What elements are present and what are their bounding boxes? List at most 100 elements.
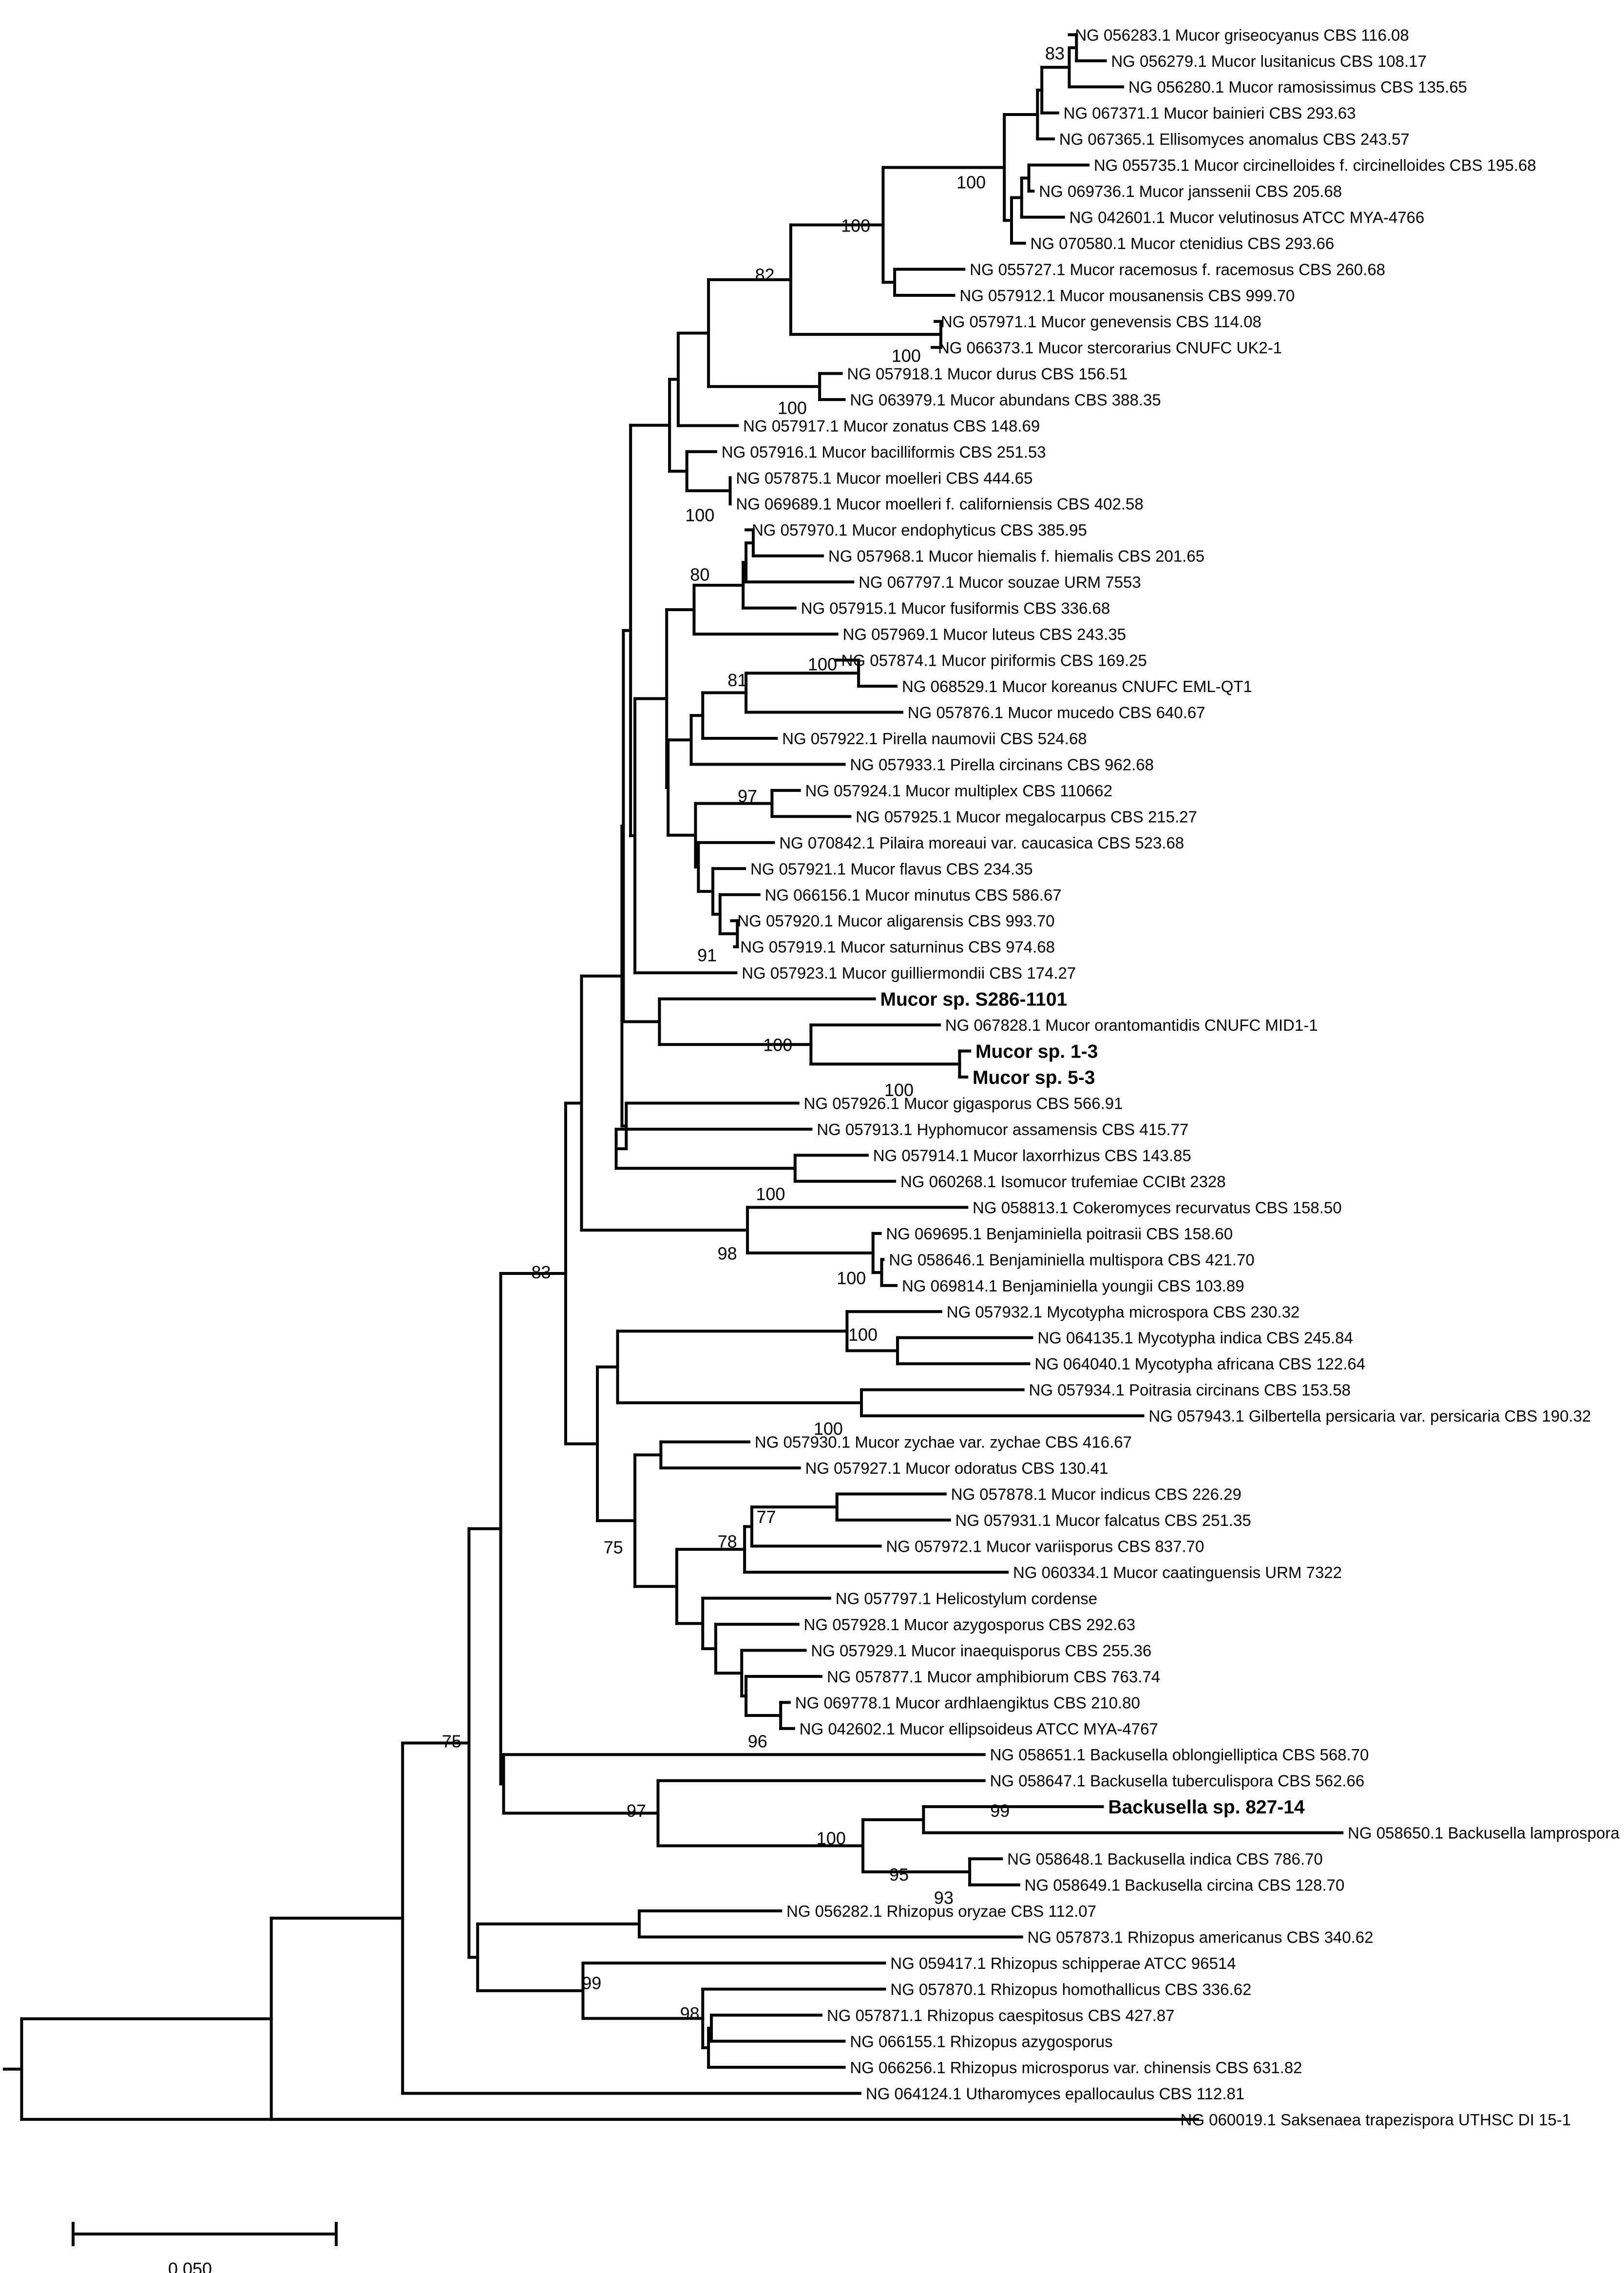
tip-label: NG 057920.1 Mucor aligarensis CBS 993.70 (737, 912, 1054, 930)
bootstrap-value: 100 (817, 1829, 846, 1849)
bootstrap-value: 81 (727, 670, 747, 690)
tip-label: NG 057970.1 Mucor endophyticus CBS 385.9… (752, 521, 1087, 539)
tip-label: NG 057924.1 Mucor multiplex CBS 110662 (805, 782, 1112, 800)
bootstrap-value: 98 (680, 2003, 700, 2023)
tip-label: NG 067797.1 Mucor souzae URM 7553 (859, 573, 1141, 591)
tip-label: NG 064040.1 Mycotypha africana CBS 122.6… (1034, 1355, 1365, 1373)
tip-label: NG 057918.1 Mucor durus CBS 156.51 (847, 365, 1127, 383)
tip-label: NG 055735.1 Mucor circinelloides f. circ… (1094, 156, 1536, 174)
tip-label: NG 057919.1 Mucor saturninus CBS 974.68 (740, 938, 1055, 956)
bootstrap-value: 75 (604, 1537, 623, 1557)
bootstrap-value: 100 (956, 172, 986, 192)
tip-label: NG 066256.1 Rhizopus microsporus var. ch… (850, 2059, 1302, 2077)
bootstrap-value: 98 (718, 1243, 737, 1263)
tip-label: NG 066373.1 Mucor stercorarius CNUFC UK2… (938, 339, 1282, 357)
tip-label: NG 067365.1 Ellisomyces anomalus CBS 243… (1059, 130, 1410, 148)
tip-label: NG 058648.1 Backusella indica CBS 786.70 (1007, 1850, 1323, 1868)
tip-label: NG 057933.1 Pirella circinans CBS 962.68 (850, 755, 1154, 773)
tip-label: NG 057914.1 Mucor laxorrhizus CBS 143.85 (873, 1146, 1191, 1164)
tip-label: NG 060268.1 Isomucor trufemiae CCIBt 232… (900, 1173, 1226, 1191)
tip-label: NG 042602.1 Mucor ellipsoideus ATCC MYA-… (800, 1720, 1158, 1738)
tip-label: NG 057870.1 Rhizopus homothallicus CBS 3… (890, 1980, 1251, 1998)
scale-bar-label: 0.050 (168, 2259, 212, 2273)
tip-labels: NG 056283.1 Mucor griseocyanus CBS 116.0… (722, 26, 1624, 2129)
bootstrap-value: 100 (756, 1184, 785, 1204)
bootstrap-value: 100 (763, 1035, 792, 1055)
bootstrap-value: 96 (748, 1732, 767, 1752)
bootstrap-value: 97 (627, 1801, 646, 1821)
tip-label-new-isolate: Mucor sp. S286-1101 (880, 989, 1068, 1010)
tip-label: NG 057797.1 Helicostylum cordense (836, 1589, 1097, 1607)
tip-label: NG 058649.1 Backusella circina CBS 128.7… (1025, 1876, 1345, 1894)
bootstrap-value: 100 (814, 1419, 843, 1439)
tip-label: NG 057934.1 Poitrasia circinans CBS 153.… (1029, 1381, 1351, 1399)
bootstrap-value: 100 (848, 1325, 878, 1345)
tip-label: NG 060019.1 Saksenaea trapezispora UTHSC… (1181, 2111, 1571, 2129)
bootstrap-value: 100 (884, 1080, 914, 1100)
tip-label: NG 069814.1 Benjaminiella youngii CBS 10… (902, 1277, 1244, 1295)
tip-label: NG 057915.1 Mucor fusiformis CBS 336.68 (801, 599, 1110, 617)
bootstrap-value: 78 (718, 1532, 737, 1552)
tip-label: NG 057928.1 Mucor azygosporus CBS 292.63 (804, 1616, 1136, 1634)
tip-label-new-isolate: Mucor sp. 1-3 (975, 1041, 1098, 1062)
bootstrap-value: 100 (892, 346, 921, 366)
tip-label: NG 057972.1 Mucor variisporus CBS 837.70 (886, 1537, 1204, 1555)
tip-label: NG 067371.1 Mucor bainieri CBS 293.63 (1064, 104, 1356, 122)
tip-label: NG 057916.1 Mucor bacilliformis CBS 251.… (722, 443, 1046, 461)
tip-label: NG 057912.1 Mucor mousanensis CBS 999.70 (959, 287, 1295, 305)
tip-label: NG 042601.1 Mucor velutinosus ATCC MYA-4… (1069, 209, 1424, 227)
tip-label-new-isolate: Mucor sp. 5-3 (973, 1067, 1095, 1088)
tip-label: NG 063979.1 Mucor abundans CBS 388.35 (850, 391, 1161, 409)
tip-label: NG 056282.1 Rhizopus oryzae CBS 112.07 (786, 1902, 1096, 1920)
bootstrap-value: 93 (934, 1888, 954, 1907)
tip-label: NG 069778.1 Mucor ardhlaengiktus CBS 210… (795, 1694, 1140, 1712)
tip-label: NG 057877.1 Mucor amphibiorum CBS 763.74 (827, 1668, 1160, 1686)
bootstrap-value: 100 (837, 1268, 866, 1288)
tip-label: NG 057913.1 Hyphomucor assamensis CBS 41… (817, 1120, 1188, 1138)
bootstrap-labels: 83 100 100 82 100 100 100 80 100 81 97 91 100 100 100 9… (442, 43, 1065, 2023)
tip-label: NG 070842.1 Pilaira moreaui var. caucasi… (779, 834, 1184, 852)
tip-label: NG 058646.1 Benjaminiella multispora CBS… (889, 1251, 1254, 1269)
tip-label: NG 058647.1 Backusella tuberculispora CB… (990, 1772, 1365, 1790)
bootstrap-value: 100 (808, 654, 837, 674)
bootstrap-value: 83 (1045, 43, 1065, 63)
bootstrap-value: 80 (690, 564, 709, 584)
tip-label: NG 058650.1 Backusella lamprospora CBS 1… (1348, 1824, 1624, 1842)
tip-label: NG 057873.1 Rhizopus americanus CBS 340.… (1028, 1928, 1374, 1946)
bootstrap-value: 77 (757, 1507, 776, 1527)
bootstrap-value: 99 (990, 1801, 1010, 1821)
tip-label: NG 057925.1 Mucor megalocarpus CBS 215.2… (856, 808, 1197, 826)
bootstrap-value: 82 (755, 265, 775, 285)
tip-label: NG 057969.1 Mucor luteus CBS 243.35 (843, 625, 1127, 643)
bootstrap-value: 100 (685, 505, 714, 525)
tip-label: NG 057943.1 Gilbertella persicaria var. … (1148, 1407, 1591, 1425)
bootstrap-value: 100 (778, 398, 807, 418)
bootstrap-value: 95 (889, 1865, 909, 1885)
tip-label: NG 057932.1 Mycotypha microspora CBS 230… (947, 1303, 1300, 1321)
tree-branches (2, 33, 1344, 2121)
tip-label: NG 060334.1 Mucor caatinguensis URM 7322 (1013, 1563, 1342, 1581)
tip-label: NG 066156.1 Mucor minutus CBS 586.67 (765, 886, 1062, 904)
tip-label: NG 057968.1 Mucor hiemalis f. hiemalis C… (828, 547, 1204, 565)
bootstrap-value: 100 (841, 215, 870, 235)
tip-label: NG 057876.1 Mucor mucedo CBS 640.67 (908, 703, 1205, 721)
tip-label: NG 068529.1 Mucor koreanus CNUFC EML-QT1 (902, 677, 1252, 695)
tip-label: NG 069736.1 Mucor janssenii CBS 205.68 (1039, 182, 1342, 200)
tip-label-new-isolate: Backusella sp. 827-14 (1108, 1797, 1305, 1818)
tip-label: NG 057871.1 Rhizopus caespitosus CBS 427… (827, 2006, 1175, 2024)
bootstrap-value: 91 (697, 945, 717, 965)
tip-label: NG 057922.1 Pirella naumovii CBS 524.68 (782, 730, 1087, 748)
scale-bar: 0.050 (72, 2222, 338, 2273)
tip-label: NG 056279.1 Mucor lusitanicus CBS 108.17 (1111, 52, 1427, 70)
tip-label: NG 057917.1 Mucor zonatus CBS 148.69 (743, 417, 1040, 435)
tip-label: NG 057930.1 Mucor zychae var. zychae CBS… (755, 1433, 1132, 1451)
tip-label: NG 069695.1 Benjaminiella poitrasii CBS … (886, 1225, 1233, 1243)
tip-label: NG 057875.1 Mucor moelleri CBS 444.65 (736, 469, 1032, 487)
bootstrap-value: 99 (582, 1973, 601, 1993)
tip-label: NG 057874.1 Mucor piriformis CBS 169.25 (841, 652, 1147, 670)
tip-label: NG 057927.1 Mucor odoratus CBS 130.41 (805, 1459, 1108, 1477)
tip-label: NG 057923.1 Mucor guilliermondii CBS 174… (742, 964, 1076, 982)
tip-label: NG 056283.1 Mucor griseocyanus CBS 116.0… (1075, 26, 1409, 44)
